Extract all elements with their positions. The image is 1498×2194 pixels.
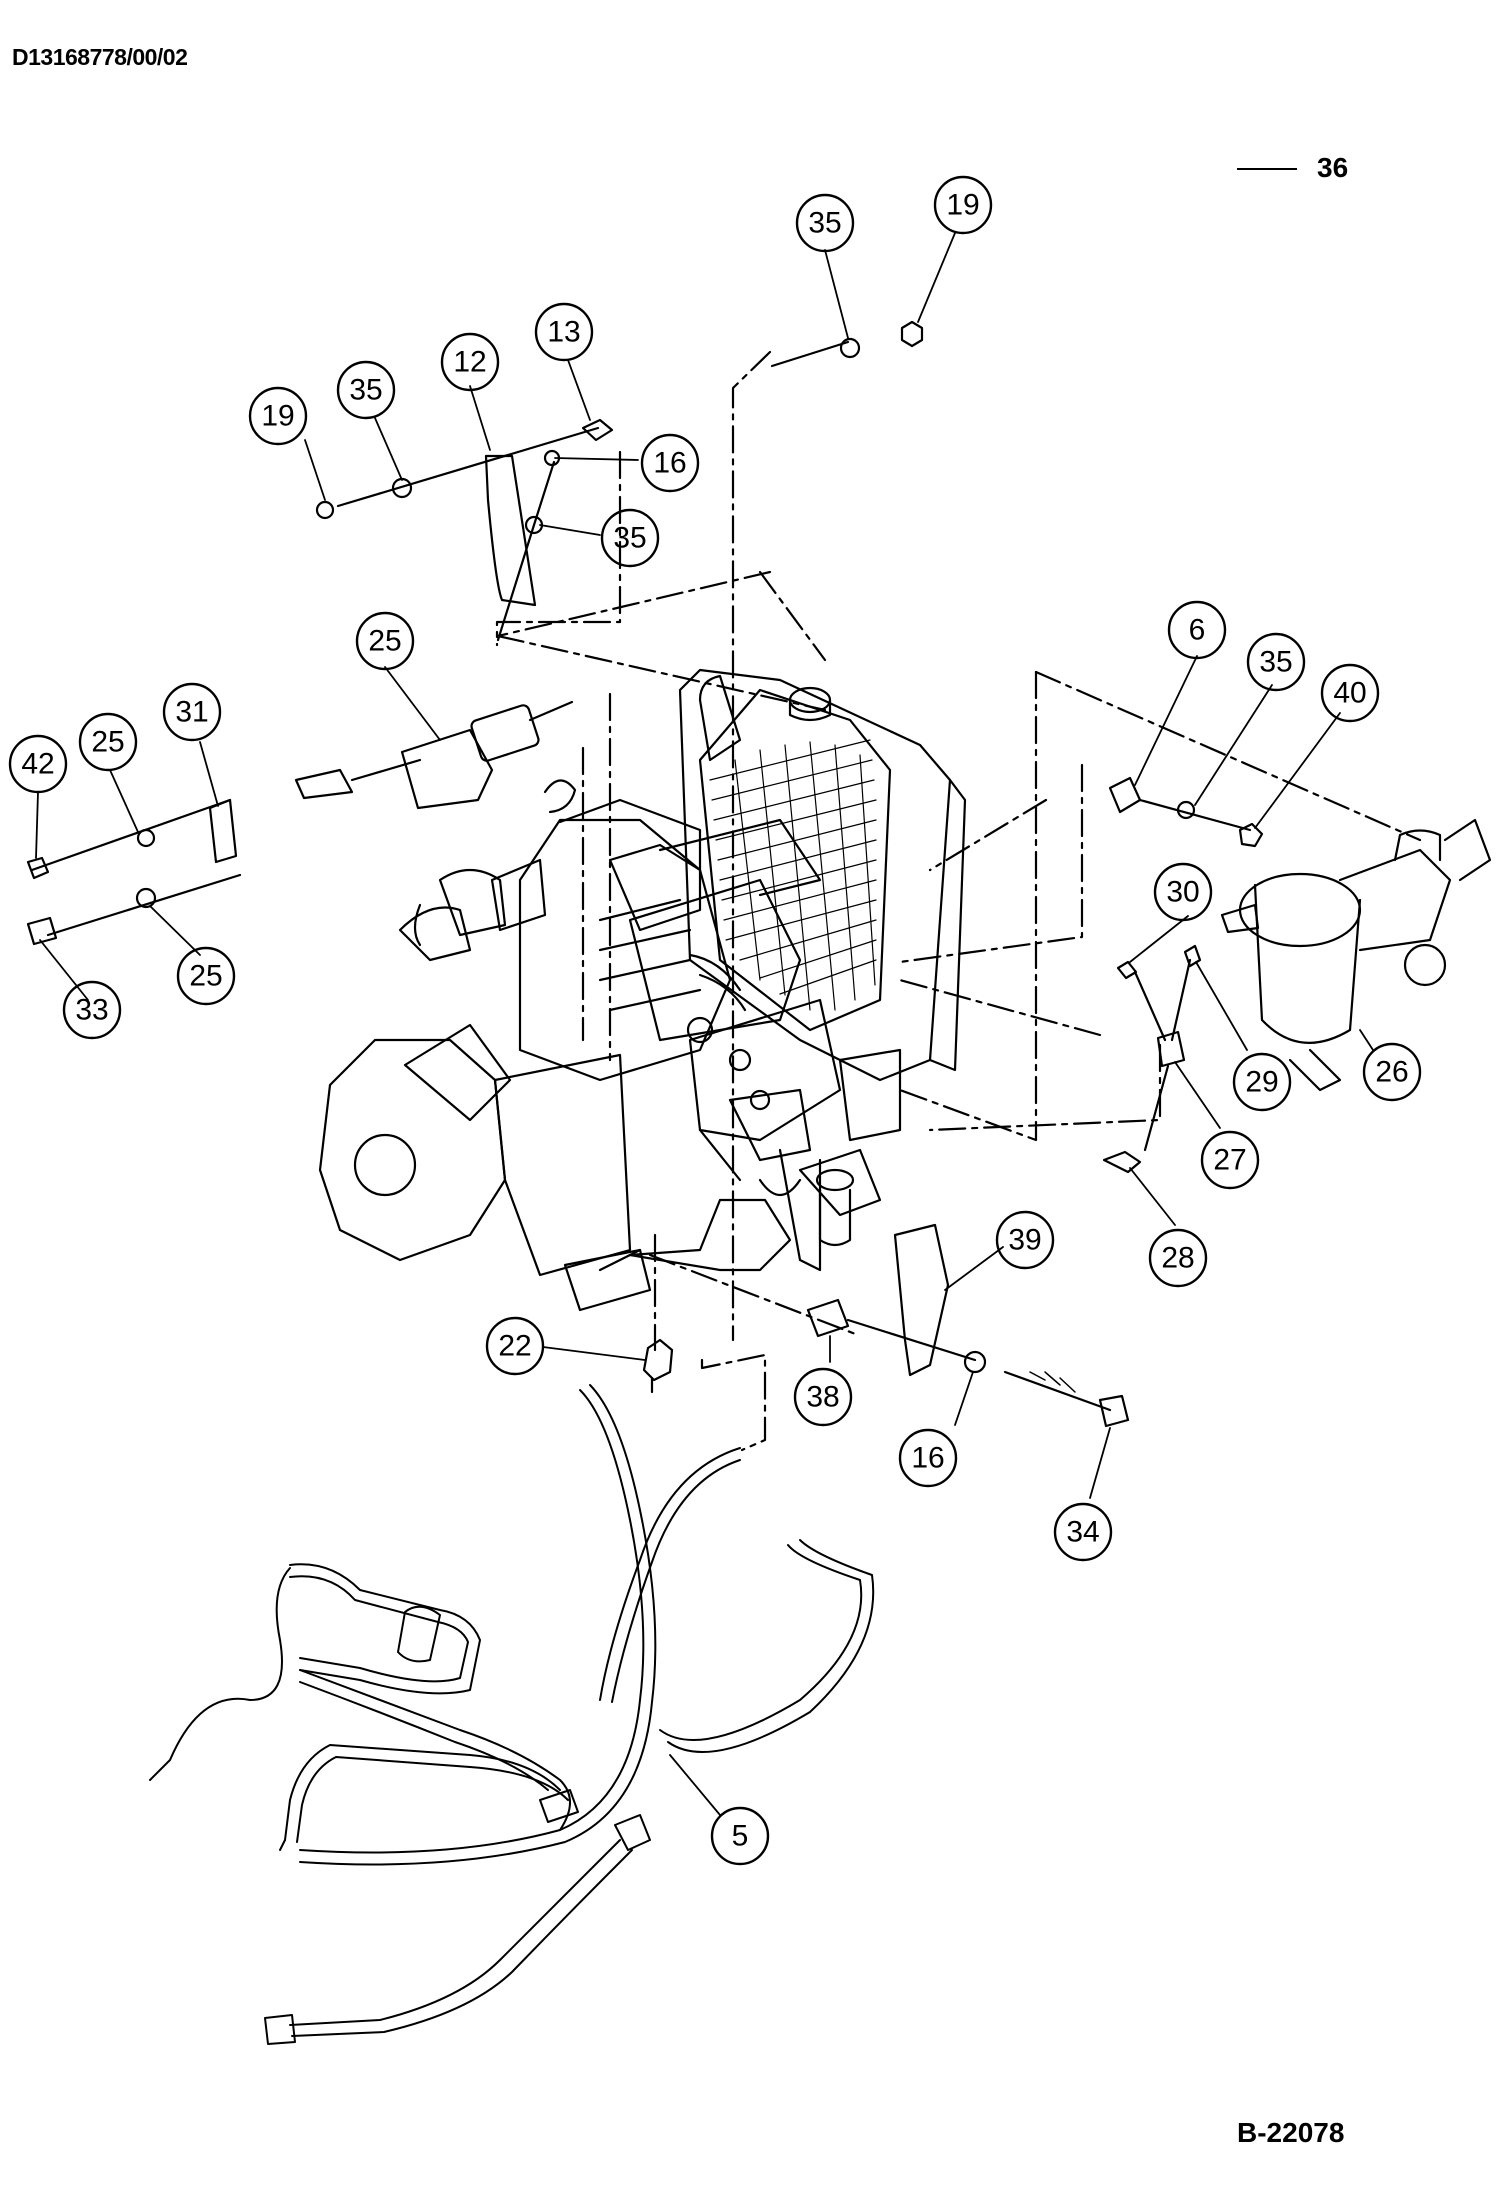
nut-19-right <box>900 320 924 348</box>
callout-27: 27 <box>1213 1144 1246 1177</box>
washer-25-lower <box>135 887 157 909</box>
callout-33: 33 <box>75 994 108 1027</box>
callout-34: 34 <box>1066 1516 1099 1549</box>
bolt-42 <box>26 856 50 880</box>
bracket-12 <box>484 454 537 607</box>
callout-25-lower: 25 <box>189 960 222 993</box>
callout-28: 28 <box>1161 1242 1194 1275</box>
fitting-28 <box>1102 1150 1142 1174</box>
spacer-38 <box>806 1298 850 1338</box>
callout-30: 30 <box>1166 876 1199 909</box>
reference-leader-line <box>1237 168 1297 170</box>
callout-35-right: 35 <box>1259 646 1292 679</box>
reference-number: 36 <box>1317 152 1349 183</box>
callout-35-upper-left: 35 <box>349 374 382 407</box>
screw-29 <box>1183 944 1202 968</box>
callout-22: 22 <box>498 1330 531 1363</box>
callout-31: 31 <box>175 696 208 729</box>
fitting-group <box>1108 776 1264 848</box>
callout-leaders <box>35 232 1374 1816</box>
connector <box>294 768 354 800</box>
figure-id: B-22078 <box>1237 2117 1345 2148</box>
mount-group <box>806 1223 1130 1428</box>
assembly-dashed-lines <box>495 350 1422 1452</box>
callout-19-left: 19 <box>261 400 294 433</box>
callout-25-upper: 25 <box>91 726 124 759</box>
radiator-grille <box>709 739 877 1011</box>
radiator <box>678 668 967 1082</box>
callout-16-lower: 16 <box>911 1442 944 1475</box>
fuel-hose-assembly-5 <box>149 1384 875 2045</box>
callout-39: 39 <box>1008 1224 1041 1257</box>
nut-40 <box>1238 822 1264 848</box>
sensor-27 <box>1156 1030 1186 1068</box>
callout-38: 38 <box>806 1381 839 1414</box>
callout-29: 29 <box>1245 1066 1278 1099</box>
bolt-33 <box>26 916 58 946</box>
bracket-31 <box>208 798 238 864</box>
sensor-group <box>1102 944 1202 1174</box>
washer-16-lower <box>963 1350 987 1374</box>
air-filter-26 <box>1220 818 1492 1092</box>
callout-26: 26 <box>1375 1056 1408 1089</box>
callout-40: 40 <box>1333 677 1366 710</box>
callout-35-center: 35 <box>613 522 646 555</box>
callout-13: 13 <box>547 316 580 349</box>
nut-30 <box>1116 960 1138 980</box>
washer-25-upper <box>136 828 156 848</box>
callout-5: 5 <box>732 1820 749 1853</box>
callout-35-top: 35 <box>808 207 841 240</box>
bolt-34 <box>1098 1394 1130 1428</box>
sensor-22 <box>642 1338 674 1394</box>
callout-25-solenoid: 25 <box>368 625 401 658</box>
washer-35-right <box>839 337 861 359</box>
callout-19-right: 19 <box>946 189 979 222</box>
bracket-39 <box>893 1223 950 1377</box>
callout-12: 12 <box>453 346 486 379</box>
callout-labels: 19 35 12 13 16 35 35 19 25 31 25 42 33 2… <box>21 189 1408 1853</box>
solenoid-assembly <box>26 700 574 946</box>
nut-19-left <box>315 500 335 520</box>
callout-42: 42 <box>21 748 54 781</box>
callout-16-upper: 16 <box>653 447 686 480</box>
solenoid-25 <box>470 704 540 762</box>
callout-6: 6 <box>1189 614 1206 647</box>
spacer-13 <box>581 418 614 442</box>
callout-circles <box>8 175 1422 1866</box>
solenoid-plate <box>400 728 494 810</box>
document-id: D13168778/00/02 <box>12 44 188 70</box>
washer-35-far-right <box>1176 800 1196 820</box>
